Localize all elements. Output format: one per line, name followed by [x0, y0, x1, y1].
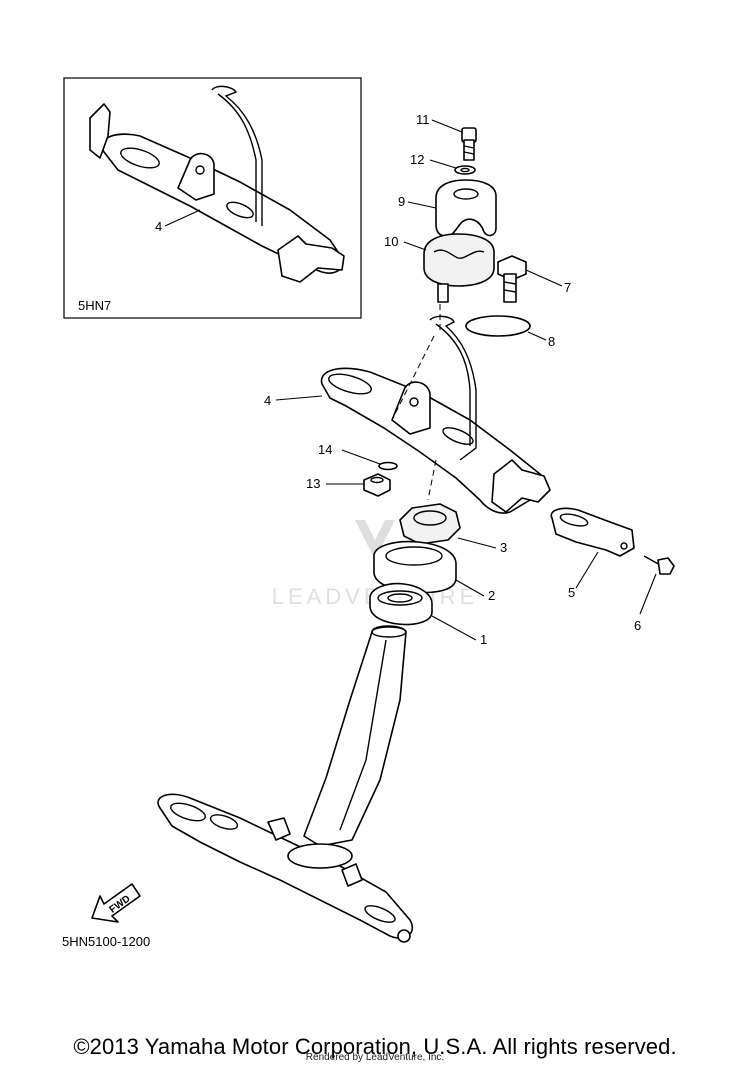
part-13-nut: [363, 473, 391, 497]
leader-12: [429, 159, 457, 169]
leader-3: [457, 537, 497, 549]
leader-14: [341, 449, 381, 465]
leader-6: [639, 573, 657, 615]
diagram-code: 5HN5100-1200: [62, 934, 151, 949]
leader-5: [575, 551, 599, 589]
part-8-washer: [465, 315, 531, 337]
inset-model-label: 5HN7: [78, 298, 112, 313]
inset-callout-4: 4: [155, 219, 162, 234]
callout-2: 2: [488, 588, 495, 603]
part-9-upper-holder: [435, 179, 497, 237]
leader-10: [403, 241, 427, 251]
part-10-lower-holder: [423, 233, 495, 303]
part-4-upper-bracket: [320, 315, 551, 514]
leader-8: [527, 331, 547, 341]
leader-2: [455, 579, 485, 597]
leader-1: [431, 615, 477, 641]
part-12-washer: [454, 165, 476, 175]
part-6-bolt: [643, 555, 675, 575]
inset-box: 4: [63, 77, 362, 319]
callout-9: 9: [398, 194, 405, 209]
callout-1: 1: [480, 632, 487, 647]
inset-leader-4: [164, 209, 201, 227]
fwd-arrow-icon: FWD: [91, 883, 141, 923]
part-11-bolt: [461, 127, 477, 161]
assembly-centerline-b: [427, 459, 437, 501]
part-7-bolt: [497, 255, 527, 303]
callout-4: 4: [264, 393, 271, 408]
inset-upper-bracket: [89, 85, 345, 283]
callout-6: 6: [634, 618, 641, 633]
callout-3: 3: [500, 540, 507, 555]
callout-7: 7: [564, 280, 571, 295]
callout-14: 14: [318, 442, 332, 457]
callout-13: 13: [306, 476, 320, 491]
callout-12: 12: [410, 152, 424, 167]
callout-5: 5: [568, 585, 575, 600]
assembly-centerline-a: [391, 304, 441, 421]
part-3-ring-nut: [399, 503, 461, 545]
callout-10: 10: [384, 234, 398, 249]
leader-7: [525, 269, 563, 287]
copyright-notice: ©2013 Yamaha Motor Corporation, U.S.A. A…: [73, 1034, 677, 1059]
part-14-washer: [378, 461, 398, 471]
leader-11: [431, 119, 463, 133]
callout-11: 11: [416, 112, 430, 127]
callout-8: 8: [548, 334, 555, 349]
part-1-bearing: [369, 582, 433, 626]
steering-stem-lower-bracket: [157, 625, 414, 943]
leader-4: [275, 395, 323, 401]
leader-9: [407, 201, 437, 209]
part-5-side-bracket: [550, 507, 635, 557]
rendered-by-notice: Rendered by LeadVenture, Inc.: [305, 1052, 445, 1063]
